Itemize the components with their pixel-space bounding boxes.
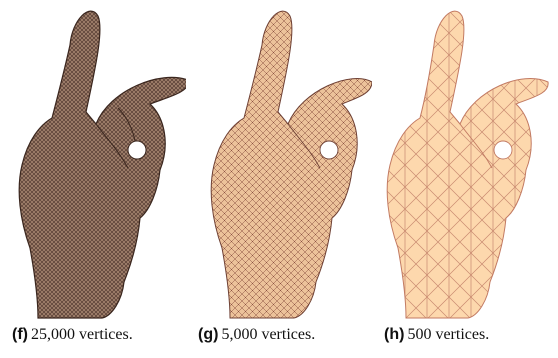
- hand-mesh-25000-illustration: [0, 0, 186, 322]
- hand-mesh-5000: [186, 0, 372, 322]
- hand-shape-f: [19, 11, 186, 318]
- caption-h-text: 500 vertices.: [407, 326, 489, 343]
- caption-h: (h)500 vertices.: [384, 326, 489, 344]
- caption-f-label: (f): [12, 326, 28, 343]
- caption-g-label: (g): [198, 326, 218, 343]
- hand-mesh-25000: [0, 0, 186, 322]
- hand-shape-h: [387, 11, 548, 318]
- caption-g: (g)5,000 vertices.: [198, 326, 315, 344]
- caption-g-text: 5,000 vertices.: [221, 326, 315, 343]
- hand-shape-g: [211, 11, 372, 318]
- caption-h-label: (h): [384, 326, 404, 343]
- caption-f-text: 25,000 vertices.: [31, 326, 133, 343]
- hand-mesh-5000-illustration: [186, 0, 372, 322]
- caption-f: (f)25,000 vertices.: [12, 326, 133, 344]
- hand-mesh-500-illustration: [372, 0, 558, 322]
- hand-mesh-500: [372, 0, 558, 322]
